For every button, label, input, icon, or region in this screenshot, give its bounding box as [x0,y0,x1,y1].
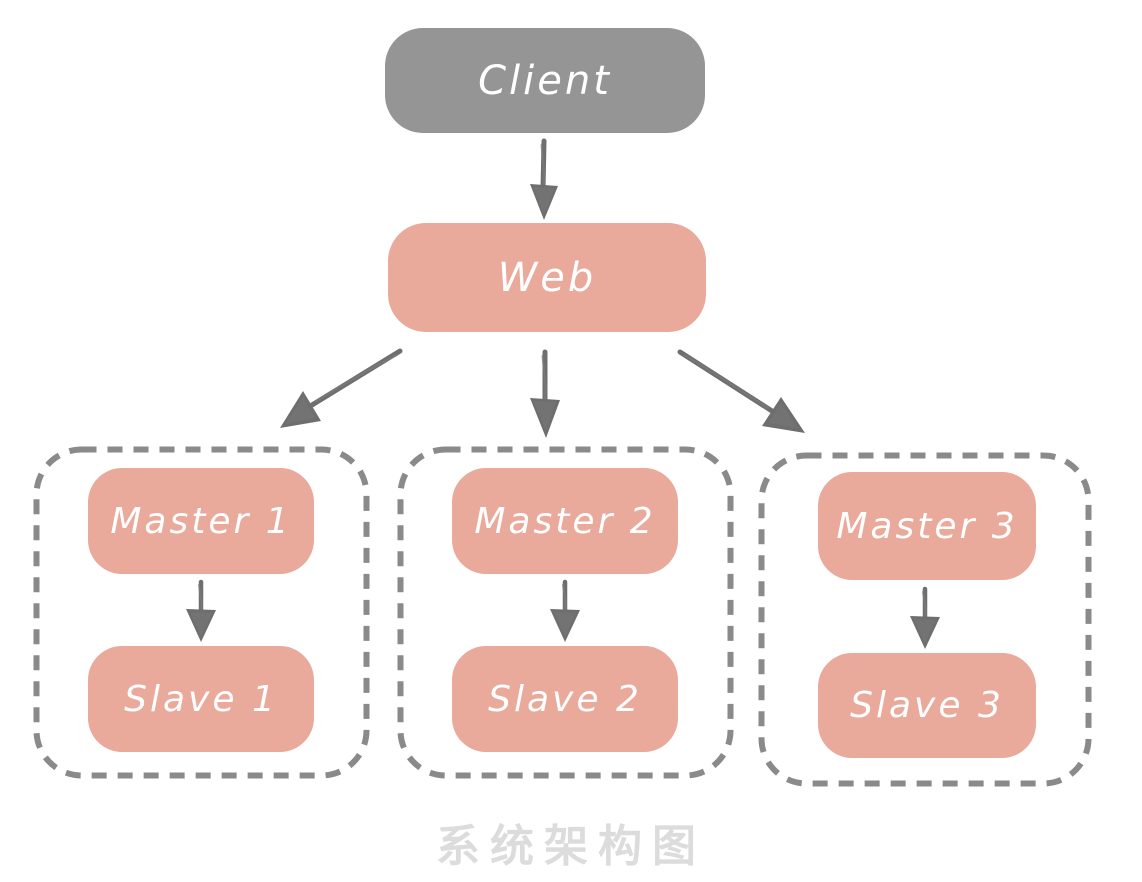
node-master-2-label: Master 2 [474,500,656,542]
node-master-3-label: Master 3 [836,505,1018,547]
node-master-3: Master 3 [818,472,1036,580]
group-shard-2: Master 2 Slave 2 [397,446,734,779]
node-client: Client [385,28,705,133]
node-web-label: Web [497,254,597,301]
node-slave-1: Slave 1 [88,646,314,752]
node-client-label: Client [478,57,612,104]
arrow-web-to-master-1-icon [280,348,403,428]
node-master-1-label: Master 1 [110,500,292,542]
node-slave-2: Slave 2 [452,646,678,752]
arrow-web-to-master-3-icon [677,349,805,433]
group-1-dashed-border [33,446,370,779]
diagram-caption: 系统架构图 [436,821,706,872]
node-slave-3-label: Slave 3 [850,685,1004,726]
group-shard-1: Master 1 Slave 1 [33,446,370,779]
arrow-master-2-to-slave-2-icon [550,579,580,642]
node-slave-3: Slave 3 [818,653,1036,758]
arrow-client-to-web-icon [530,138,558,220]
group-shard-3: Master 3 Slave 3 [758,452,1092,787]
node-master-1: Master 1 [88,468,314,574]
node-slave-2-label: Slave 2 [488,678,642,720]
node-web: Web [388,223,706,332]
arrow-master-3-to-slave-3-icon [910,586,940,649]
group-2-dashed-border [397,446,734,779]
node-master-2: Master 2 [452,468,678,574]
node-slave-1-label: Slave 1 [124,678,278,720]
arrow-master-1-to-slave-1-icon [186,579,216,642]
group-3-dashed-border [758,452,1092,787]
arrow-web-to-master-2-icon [530,349,560,438]
